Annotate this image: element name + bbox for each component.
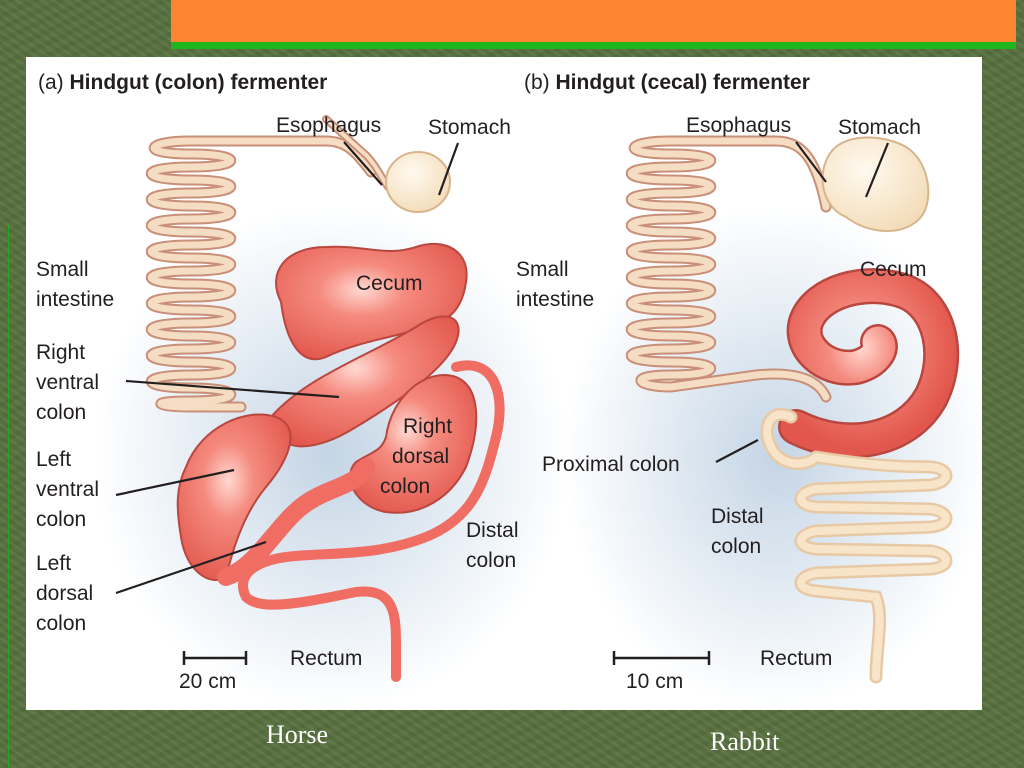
- horse-title-text: Hindgut (colon) fermenter: [69, 71, 328, 94]
- anatomy-illustration: [115, 115, 960, 684]
- horse-label-scale: 20 cm: [179, 670, 237, 693]
- rabbit-label-small-2: intestine: [516, 288, 595, 311]
- horse-label-rvc-1: Right: [36, 341, 86, 364]
- rabbit-scale-bar: [612, 651, 711, 665]
- rabbit-label-distal-2: colon: [711, 535, 762, 558]
- horse-label-esophagus: Esophagus: [276, 114, 382, 137]
- horse-large-intestine: [176, 242, 505, 682]
- horse-label-rvc-2: ventral: [36, 371, 100, 394]
- header-orange-bar: [171, 0, 1016, 42]
- rabbit-label-small-1: Small: [516, 258, 569, 281]
- rabbit-title-text: Hindgut (cecal) fermenter: [555, 71, 810, 94]
- rabbit-label-stomach: Stomach: [838, 116, 921, 139]
- rabbit-colon: [760, 407, 953, 684]
- horse-label-distal-1: Distal: [466, 519, 519, 542]
- horse-label-rdc-2: dorsal: [392, 445, 450, 468]
- rabbit-label-proximal: Proximal colon: [542, 453, 680, 476]
- horse-label-rectum: Rectum: [290, 647, 363, 670]
- horse-label-lvc-2: ventral: [36, 478, 100, 501]
- horse-label-small-2: intestine: [36, 288, 115, 311]
- left-green-rule: [8, 225, 9, 768]
- horse-label-rdc-3: colon: [380, 475, 431, 498]
- rabbit-label-rectum: Rectum: [760, 647, 833, 670]
- rabbit-cecum-shape: [778, 268, 960, 459]
- horse-label-stomach: Stomach: [428, 116, 511, 139]
- horse-label-ldc-3: colon: [36, 612, 87, 635]
- horse-label-lvc-1: Left: [36, 448, 72, 471]
- horse-leader-lines: [115, 141, 460, 595]
- horse-stomach-shape: [385, 151, 451, 213]
- horse-tag: (a): [38, 71, 64, 94]
- horse-label-distal-2: colon: [466, 549, 517, 572]
- horse-title: (a) Hindgut (colon) fermenter: [38, 71, 327, 95]
- header-green-line: [171, 42, 1016, 49]
- horse-label-ldc-2: dorsal: [36, 582, 94, 605]
- horse-label-lvc-3: colon: [36, 508, 87, 531]
- horse-caption: Horse: [266, 720, 329, 749]
- horse-label-small-1: Small: [36, 258, 89, 281]
- rabbit-caption: Rabbit: [710, 727, 780, 756]
- rabbit-label-cecum: Cecum: [860, 258, 927, 281]
- rabbit-label-scale: 10 cm: [626, 670, 684, 693]
- figure-panel: (a) Hindgut (colon) fermenter Esophagus …: [26, 57, 982, 710]
- rabbit-label-esophagus: Esophagus: [686, 114, 792, 137]
- horse-label-cecum: Cecum: [356, 272, 423, 295]
- horse-label-ldc-1: Left: [36, 552, 72, 575]
- horse-label-rvc-3: colon: [36, 401, 87, 424]
- rabbit-stomach-shape: [821, 136, 930, 233]
- rabbit-leader-lines: [715, 141, 890, 463]
- rabbit-tag: (b): [524, 71, 550, 94]
- rabbit-label-distal-1: Distal: [711, 505, 764, 528]
- horse-label-rdc-1: Right: [403, 415, 453, 438]
- horse-scale-bar: [182, 651, 248, 665]
- rabbit-title: (b) Hindgut (cecal) fermenter: [524, 71, 810, 95]
